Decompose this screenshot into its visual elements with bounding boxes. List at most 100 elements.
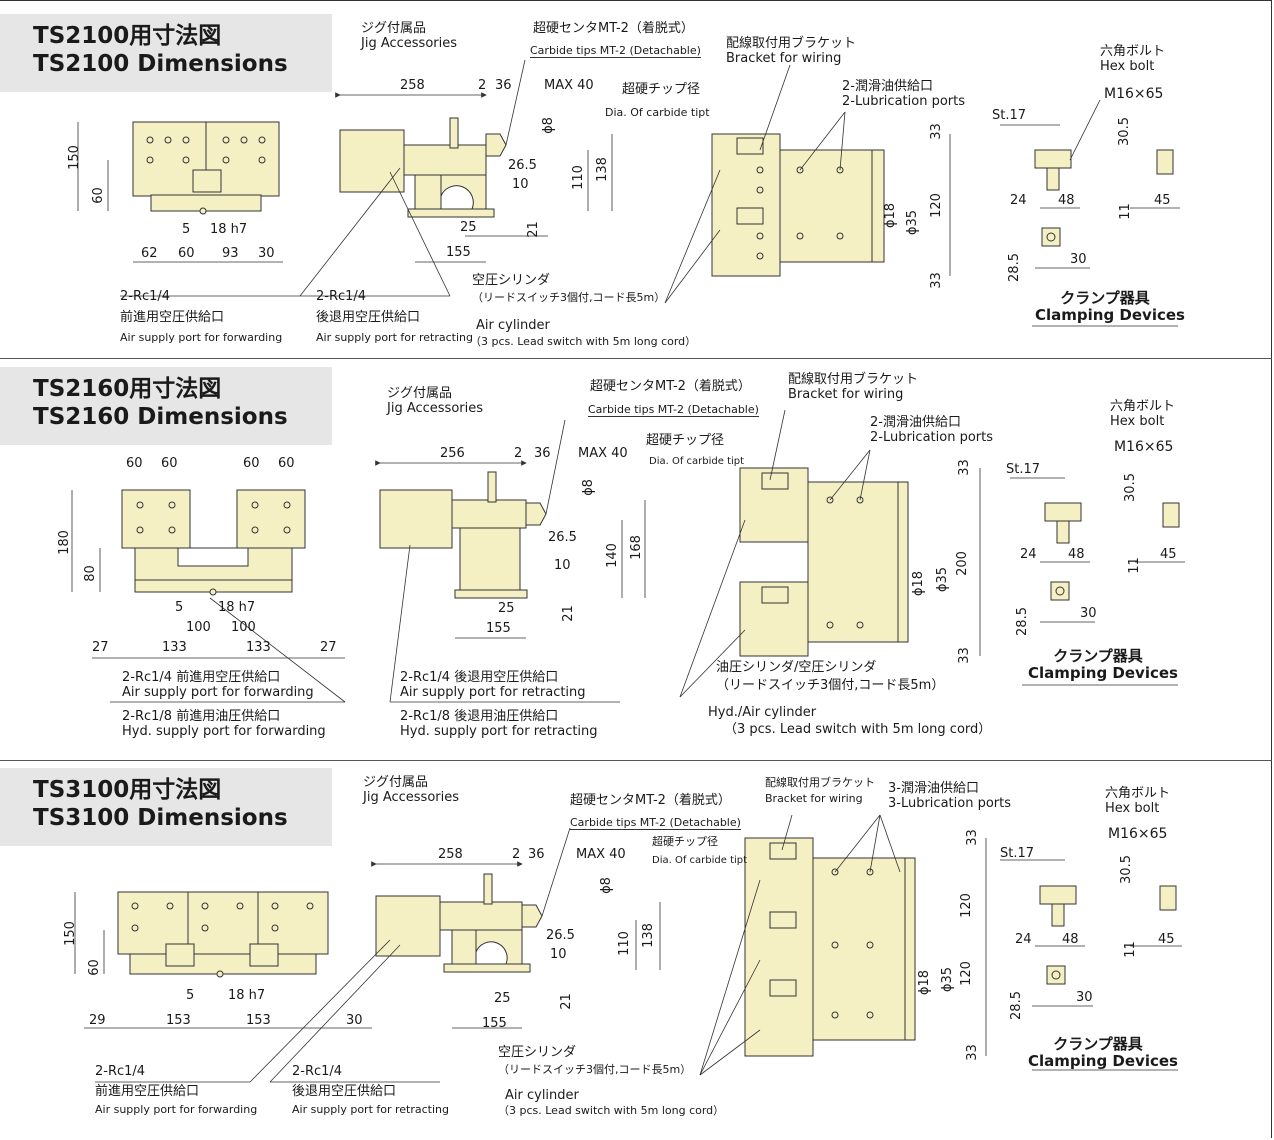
dim: 45 <box>1158 932 1175 947</box>
dim: 33 <box>964 1044 980 1061</box>
ts3100-chip-en: Dia. Of carbide tipt <box>652 855 748 866</box>
dim: 28.5 <box>1008 991 1024 1020</box>
dim: 36 <box>528 847 545 862</box>
dim: 25 <box>498 601 515 616</box>
ts2100-cyl-ja2: （リードスイッチ3個付,コード長5m） <box>472 291 666 304</box>
ts3100-cyl-en: Air cylinder <box>505 1088 579 1103</box>
ts3100-port1-en: Air supply port for forwarding <box>95 1103 258 1116</box>
ts2160-side-view <box>379 471 547 599</box>
ts2100-cyl-en: Air cylinder <box>476 318 550 333</box>
dim: 10 <box>554 558 571 573</box>
section-divider <box>0 760 1272 761</box>
dim: 26.5 <box>546 928 575 943</box>
dim: 45 <box>1154 193 1171 208</box>
ts2100-front-view <box>132 121 280 215</box>
dim: 133 <box>162 640 187 655</box>
ts2160-cyl-ja2: （リードスイッチ3個付,コード長5m） <box>716 678 945 693</box>
dim: ϕ18 <box>883 202 899 229</box>
dim: 48 <box>1058 193 1075 208</box>
dim: 155 <box>482 1016 507 1031</box>
ts2100-port1-en: Air supply port for forwarding <box>120 331 283 344</box>
ts2160-bolt-size: M16×65 <box>1114 439 1174 455</box>
dim: 180 <box>56 530 72 555</box>
dim: 18 h7 <box>228 988 266 1003</box>
dim: 24 <box>1015 932 1032 947</box>
dim: 200 <box>954 551 970 576</box>
dim: 62 <box>141 246 158 261</box>
ts3100-port2-en: Air supply port for retracting <box>292 1103 449 1116</box>
dim: MAX 40 <box>544 78 594 93</box>
dim: 10 <box>550 947 567 962</box>
ts3100-cyl-ja2: （リードスイッチ3個付,コード長5m） <box>498 1063 692 1076</box>
dim: ϕ35 <box>940 966 956 993</box>
dim: 24 <box>1020 547 1037 562</box>
ts3100-bolt-size: M16×65 <box>1108 826 1168 842</box>
dim: 28.5 <box>1006 253 1022 282</box>
dim: 153 <box>166 1013 191 1028</box>
ts2160-clamp <box>1044 502 1180 601</box>
dim: 2 <box>478 78 487 93</box>
dim: 120 <box>928 193 944 218</box>
dim: St.17 <box>1000 846 1035 861</box>
ts2100-cyl-en2: （3 pcs. Lead switch with 5m long cord） <box>470 335 697 348</box>
ts3100-front-view <box>117 891 329 978</box>
ts2160-cyl-en2: （3 pcs. Lead switch with 5m long cord） <box>724 722 992 737</box>
dim: ϕ35 <box>935 566 951 593</box>
ts3100-carbide-center-label: 超硬センタMT-2（着脱式） <box>570 793 731 808</box>
ts2100-side-view <box>339 117 507 218</box>
dim: 11 <box>1126 557 1142 574</box>
ts3100-carbide-center-en: Carbide tips MT-2 (Detachable) <box>570 816 741 830</box>
dim: 153 <box>246 1013 271 1028</box>
dim: 30 <box>1070 252 1087 267</box>
dim: 30 <box>346 1013 363 1028</box>
dim: 60 <box>278 456 295 471</box>
dim: St.17 <box>992 108 1027 123</box>
dim: ϕ8 <box>540 117 556 134</box>
ts2100-clamp <box>1034 149 1174 247</box>
dim: 30.5 <box>1116 117 1132 146</box>
dim: 120 <box>958 961 974 986</box>
dim: 258 <box>400 78 425 93</box>
dim: 140 <box>604 543 620 568</box>
ts2100-chip-en: Dia. Of carbide tipt <box>605 106 710 119</box>
dim: 24 <box>1010 193 1027 208</box>
dim: 18 h7 <box>210 222 248 237</box>
dim: St.17 <box>1006 462 1041 477</box>
dim: ϕ8 <box>598 877 614 894</box>
dim: 48 <box>1068 547 1085 562</box>
dim: 33 <box>956 647 972 664</box>
dim: 29 <box>89 1013 106 1028</box>
ts2100-chip-ja: 超硬チップ径 <box>622 82 701 97</box>
dim: 138 <box>640 923 656 948</box>
dim: 33 <box>964 829 980 846</box>
ts3100-clamp <box>1039 885 1177 985</box>
dim: 25 <box>494 991 511 1006</box>
ts2100-port2-en: Air supply port for retracting <box>316 331 473 344</box>
dim: 110 <box>570 165 586 190</box>
ts2160-chip-ja: 超硬チップ径 <box>646 433 725 448</box>
dim: 30 <box>1080 606 1097 621</box>
ts3100-top-view <box>744 837 916 1057</box>
ts2160-cyl-en: Hyd./Air cylinder <box>708 705 817 720</box>
dim: 30 <box>258 246 275 261</box>
ts2160-chip-en: Dia. Of carbide tipt <box>649 456 745 467</box>
dim: 21 <box>560 605 576 622</box>
dim: 5 <box>186 988 195 1003</box>
dim: 11 <box>1122 941 1138 958</box>
dim: 33 <box>956 459 972 476</box>
dim: 100 <box>186 620 211 635</box>
